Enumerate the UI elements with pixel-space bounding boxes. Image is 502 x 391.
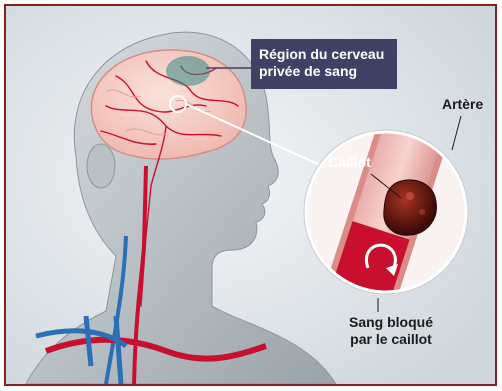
blocked-blood-label-line1: Sang bloqué bbox=[336, 314, 446, 331]
clot-label: Caillot bbox=[328, 154, 371, 171]
region-label-line1: Région du cerveau bbox=[259, 46, 389, 63]
illustration-frame: Région du cerveau privée de sang Artère … bbox=[4, 4, 497, 386]
artery-label: Artère bbox=[442, 96, 483, 113]
region-label: Région du cerveau privée de sang bbox=[251, 39, 397, 89]
clot bbox=[384, 180, 437, 235]
blocked-blood-label-line2: par le caillot bbox=[336, 331, 446, 348]
blocked-blood-label: Sang bloqué par le caillot bbox=[336, 314, 446, 348]
ear bbox=[87, 144, 115, 188]
region-label-line2: privée de sang bbox=[259, 63, 389, 80]
deprived-region bbox=[166, 56, 210, 86]
